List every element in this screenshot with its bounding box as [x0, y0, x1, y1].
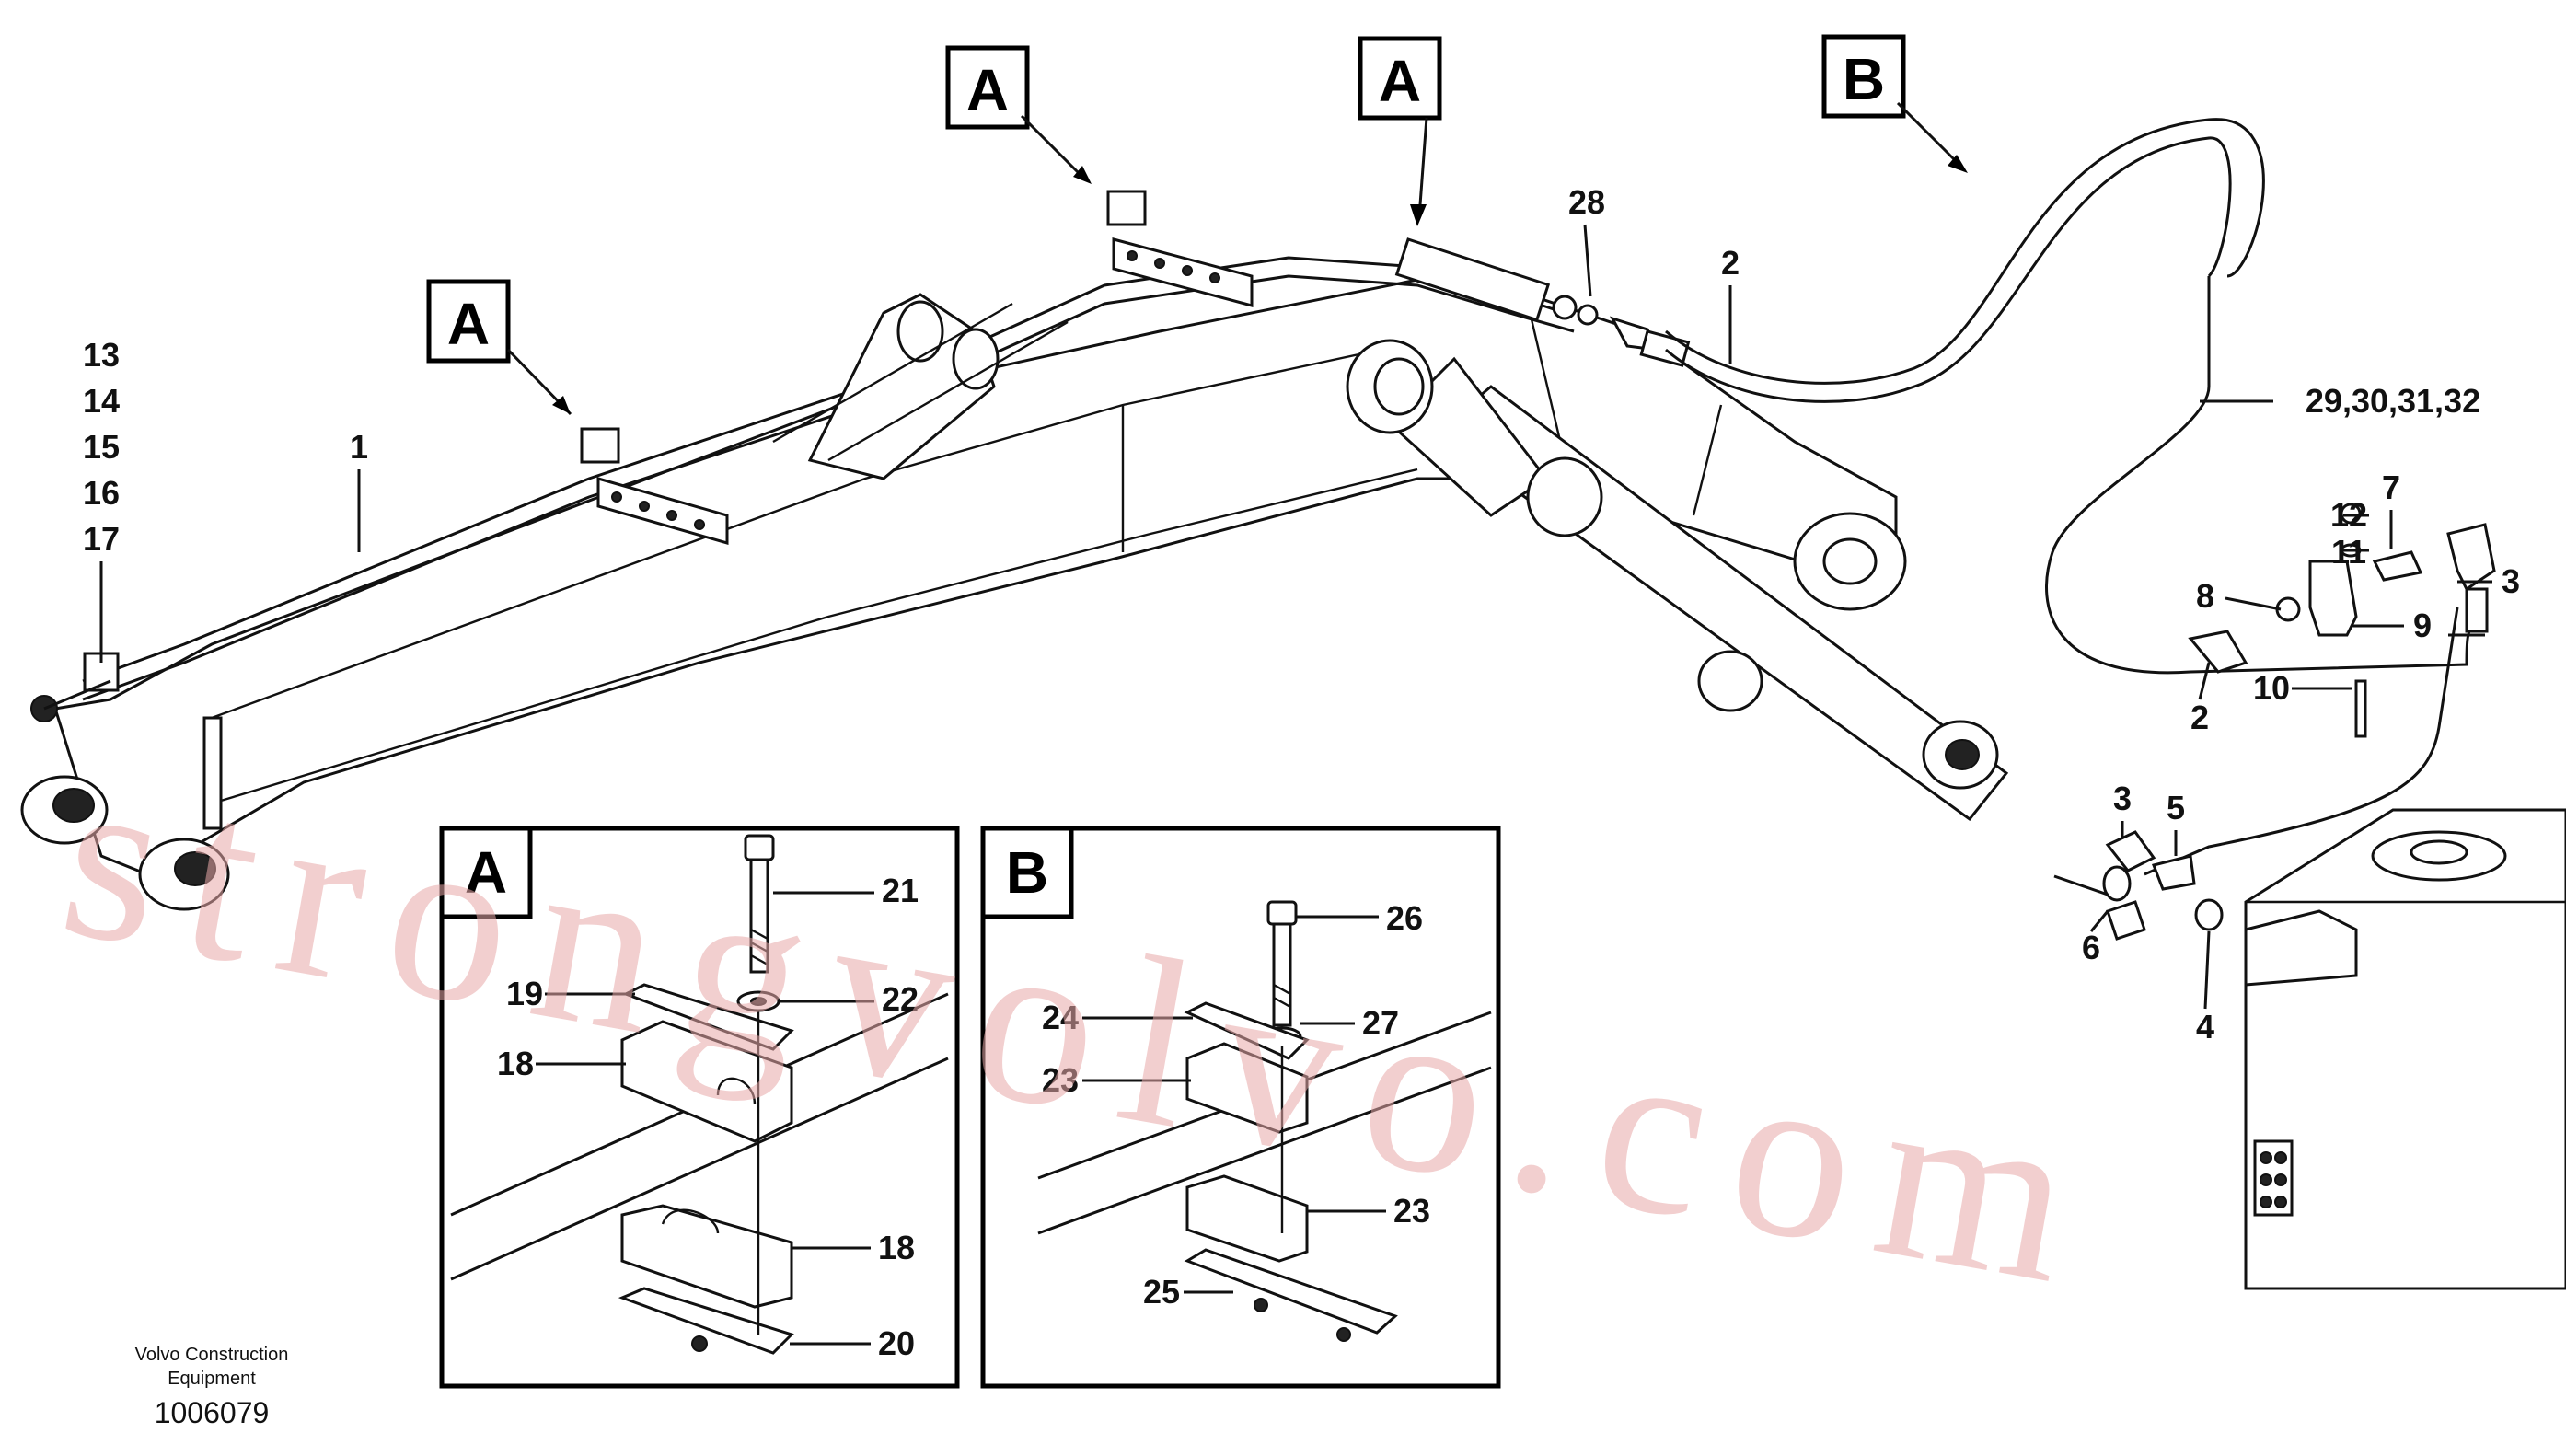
- label-8: 8: [2196, 577, 2214, 615]
- tag-b-1: B: [1821, 34, 1968, 173]
- label-27: 27: [1362, 1004, 1399, 1042]
- fitting-cluster: [2053, 503, 2566, 1290]
- label-25: 25: [1143, 1273, 1180, 1311]
- maker-line-2: Equipment: [168, 1369, 256, 1389]
- label-26: 26: [1386, 899, 1423, 937]
- svg-text:A: A: [1379, 48, 1421, 114]
- label-24: 24: [1042, 999, 1079, 1036]
- doc-number: 1006079: [155, 1396, 270, 1429]
- label-13: 13: [83, 336, 120, 374]
- return-hose: [1665, 118, 2477, 876]
- label-1: 1: [350, 428, 368, 466]
- label-2-lower: 2: [2190, 699, 2209, 736]
- svg-text:A: A: [966, 57, 1009, 123]
- label-19: 19: [506, 975, 543, 1012]
- svg-text:A: A: [447, 291, 490, 357]
- label-21: 21: [882, 872, 919, 909]
- label-2-upper: 2: [1721, 244, 1740, 282]
- label-23-upper: 23: [1042, 1061, 1079, 1099]
- label-17: 17: [83, 520, 120, 558]
- footer: Volvo Construction Equipment 1006079: [135, 1345, 289, 1429]
- label-7: 7: [2382, 468, 2400, 506]
- boom-cylinder: [1346, 339, 2009, 822]
- label-3-lower: 3: [2113, 780, 2132, 817]
- boom-clamp-2: [1106, 190, 1254, 307]
- label-10: 10: [2253, 669, 2290, 707]
- label-3-upper: 3: [2502, 562, 2520, 600]
- hydraulic-tank: [2244, 808, 2566, 1290]
- label-23-lower: 23: [1393, 1192, 1430, 1230]
- label-9: 9: [2413, 607, 2432, 644]
- label-18-upper: 18: [497, 1045, 534, 1082]
- label-5: 5: [2167, 789, 2185, 826]
- label-22: 22: [882, 980, 919, 1018]
- tag-a-1: A: [426, 279, 572, 416]
- part-labels-main: 13 14 15 16 17 1 28 2 29,30,31,32 12 11 …: [83, 183, 2520, 1046]
- label-16: 16: [83, 474, 120, 512]
- label-20: 20: [878, 1324, 915, 1362]
- label-28: 28: [1568, 183, 1605, 221]
- tag-a-3: A: [1358, 36, 1442, 226]
- detail-b-panel: B 26 24 27 23 23 25: [980, 826, 1501, 1389]
- label-15: 15: [83, 428, 120, 466]
- svg-text:A: A: [465, 839, 507, 906]
- boom-foot-pivot: [1793, 512, 1907, 611]
- label-29-32: 29,30,31,32: [2306, 382, 2480, 420]
- label-18-lower: 18: [878, 1229, 915, 1266]
- svg-text:B: B: [1843, 46, 1885, 112]
- label-6: 6: [2082, 929, 2100, 966]
- tag-a-2: A: [945, 45, 1092, 184]
- label-14: 14: [83, 382, 120, 420]
- svg-text:B: B: [1006, 839, 1048, 906]
- maker-line-1: Volvo Construction: [135, 1345, 289, 1365]
- boom: [20, 190, 2009, 911]
- cylinder-bracket: [772, 293, 1069, 480]
- boom-clamp-1: [580, 427, 729, 545]
- boom-clamp-front: [30, 652, 120, 722]
- detail-a-panel: A 21 19 22 18 18 20: [439, 826, 960, 1389]
- label-4: 4: [2196, 1008, 2214, 1046]
- boom-nose: [20, 716, 230, 911]
